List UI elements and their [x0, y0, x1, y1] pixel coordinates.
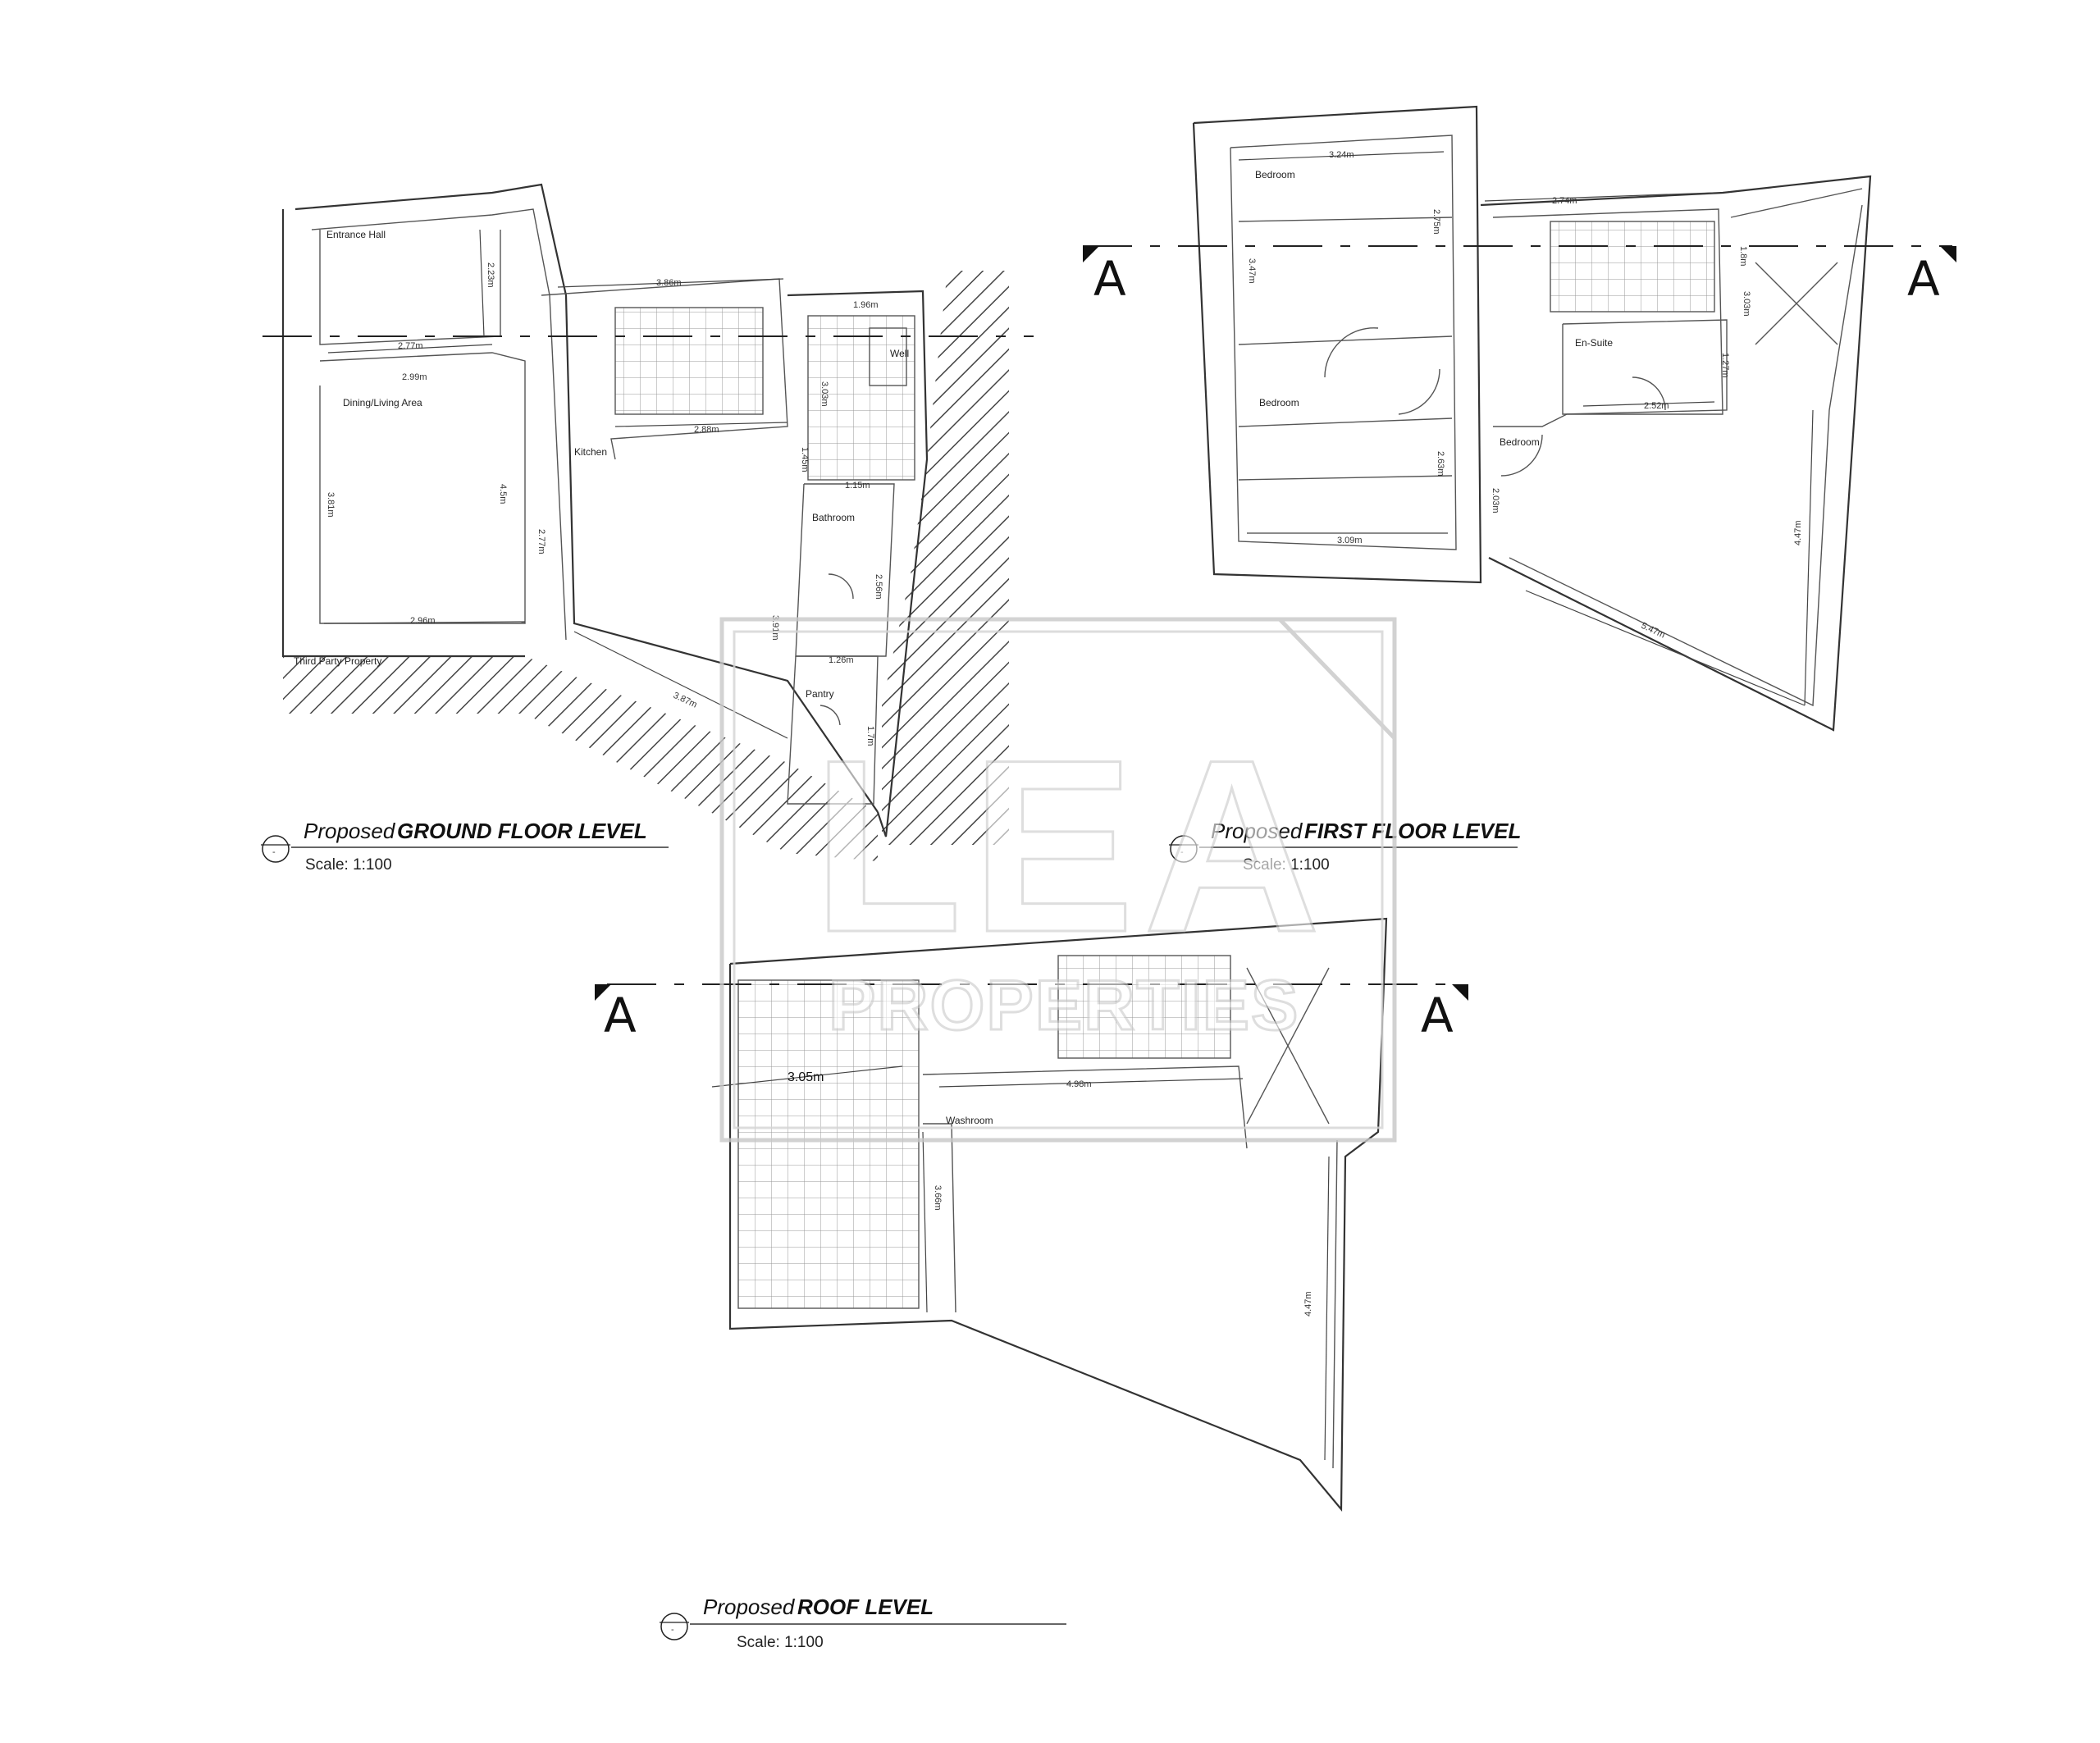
dim-label: 3.86m: [656, 278, 682, 288]
roof-title: ROOF LEVEL: [797, 1595, 934, 1619]
dim-label: 4.47m: [1303, 1291, 1313, 1316]
ground-stair: [614, 307, 764, 415]
dim-label: 2.77m: [536, 529, 546, 554]
dim-label: 4.47m: [1793, 520, 1803, 545]
dim-label: 3.47m: [1247, 258, 1257, 284]
roof-plan: Washroom 3.05m 4.98m 3.66m 4.47m - Propo…: [607, 917, 1460, 1651]
dim-label: 2.23m: [486, 262, 495, 288]
room-bedroom-2: Bedroom: [1259, 397, 1299, 408]
dim-label: 2.75m: [1431, 209, 1441, 235]
ground-floor-scale: Scale: 1:100: [305, 856, 392, 874]
room-pantry: Pantry: [806, 688, 834, 700]
dim-label: 3.81m: [326, 492, 336, 518]
watermark-tagline: PROPERTIES: [829, 966, 1299, 1045]
roof-terrace-tiles: [737, 979, 920, 1309]
dim-label: 3.03m: [819, 381, 829, 407]
dim-label: 3.87m: [672, 691, 699, 710]
dim-label: 3.24m: [1329, 150, 1354, 160]
first-floor-title: FIRST FLOOR LEVEL: [1304, 819, 1521, 843]
watermark-logo: LEA PROPERTIES: [719, 617, 1397, 1143]
roof-title-prefix: Proposed: [703, 1595, 796, 1619]
room-en-suite: En-Suite: [1575, 337, 1613, 349]
kitchen-tiles: [807, 315, 915, 481]
dim-label: 2.52m: [1644, 401, 1669, 411]
dim-label: 3.66m: [933, 1185, 943, 1211]
dim-label: 2.03m: [1491, 488, 1500, 513]
first-stair: [1550, 221, 1715, 313]
section-marker-first-left: A: [1083, 246, 1126, 307]
dim-label: 1.15m: [845, 481, 870, 491]
section-markers: A A A A: [595, 246, 1956, 1043]
dim-label: 2.63m: [1436, 451, 1445, 477]
section-marker-roof-right: A: [1421, 984, 1468, 1043]
dim-label: 1.8m: [1738, 246, 1748, 266]
section-marker-label: A: [1093, 251, 1126, 307]
section-marker-label: A: [604, 988, 637, 1043]
roof-stair: [1057, 955, 1231, 1059]
room-bathroom: Bathroom: [812, 512, 855, 523]
ground-floor-title-block: - Proposed GROUND FLOOR LEVEL Scale: 1:1…: [261, 819, 669, 874]
dim-label: 2.99m: [402, 372, 427, 382]
room-bedroom-3: Bedroom: [1500, 436, 1540, 448]
section-marker-first-right: A: [1907, 246, 1956, 307]
dim-label: 2.56m: [874, 574, 883, 600]
dim-label: 5.47m: [1640, 621, 1667, 641]
third-party-hatch-left: [283, 656, 878, 861]
dim-label: 3.09m: [1337, 536, 1363, 545]
dim-label: 3.03m: [1742, 291, 1751, 317]
third-party-label: Third Party Property: [294, 655, 381, 667]
roof-title-block: - Proposed ROOF LEVEL Scale: 1:100: [660, 1595, 1066, 1651]
first-floor-title-block: - Proposed FIRST FLOOR LEVEL Scale: 1:10…: [1169, 819, 1521, 874]
room-kitchen: Kitchen: [574, 446, 607, 458]
third-party-hatch-right: [882, 271, 1009, 845]
dim-label: 4.98m: [1066, 1079, 1092, 1089]
dim-label: 1.45m: [800, 447, 810, 472]
dim-label: 2.74m: [1552, 196, 1577, 206]
room-well: Well: [890, 348, 909, 359]
dim-label: 2.77m: [398, 341, 423, 351]
dim-label: 2.88m: [694, 425, 719, 435]
dim-label: 4.5m: [498, 484, 508, 504]
view-symbol: -: [1180, 847, 1184, 857]
dim-label: 1.7m: [865, 726, 875, 746]
dim-label: 1.27m: [1720, 353, 1730, 378]
dim-label: 1.96m: [853, 300, 879, 310]
ground-floor-plan: Entrance Hall Dining/Living Area Kitchen…: [261, 183, 1034, 874]
watermark-brand: LEA: [812, 708, 1329, 983]
dim-label: 3.91m: [770, 615, 780, 641]
section-marker-roof-left: A: [595, 984, 637, 1043]
dim-label: 3.05m: [788, 1070, 824, 1084]
dim-label: 1.26m: [829, 655, 854, 665]
section-marker-label: A: [1421, 988, 1454, 1043]
roof-scale: Scale: 1:100: [737, 1634, 824, 1651]
dim-label: 2.96m: [410, 616, 436, 626]
room-bedroom-1: Bedroom: [1255, 169, 1295, 180]
room-entrance-hall: Entrance Hall: [326, 229, 386, 240]
view-symbol: -: [272, 847, 276, 857]
room-washroom: Washroom: [946, 1115, 993, 1126]
view-symbol: -: [671, 1625, 674, 1635]
room-dining-living: Dining/Living Area: [343, 397, 422, 408]
first-floor-title-prefix: Proposed: [1211, 819, 1303, 843]
section-marker-label: A: [1907, 251, 1940, 307]
ground-floor-title: GROUND FLOOR LEVEL: [397, 819, 647, 843]
first-floor-scale: Scale: 1:100: [1243, 856, 1330, 874]
ground-floor-title-prefix: Proposed: [304, 819, 396, 843]
